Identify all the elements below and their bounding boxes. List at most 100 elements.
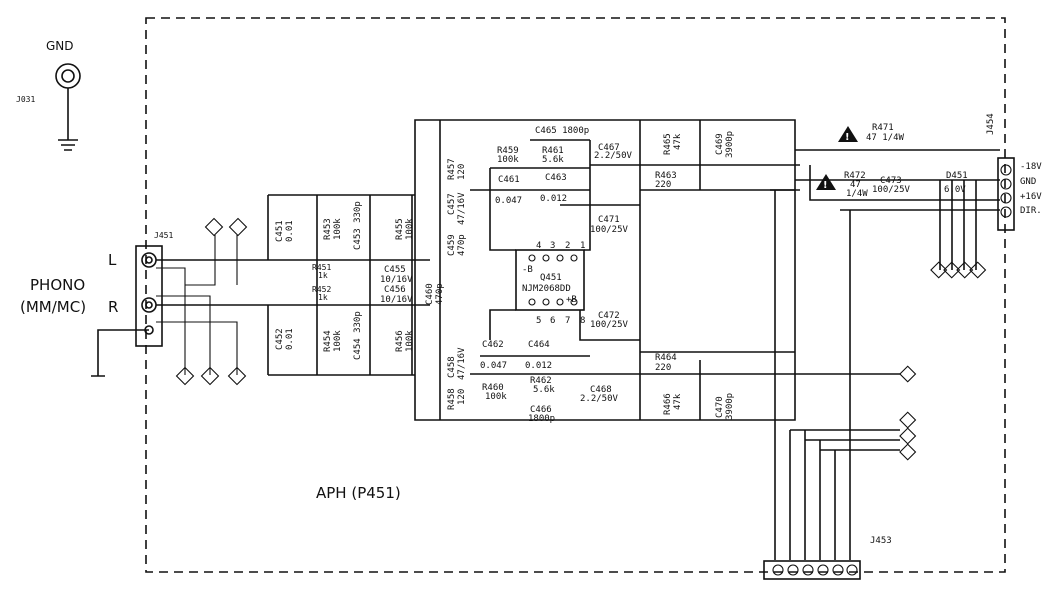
c454-label: C454 330p: [353, 311, 363, 360]
r465-value: 47k: [673, 133, 683, 150]
r457-label: R457: [447, 158, 457, 180]
r457-value: 120: [457, 164, 467, 180]
ic-pin-4: 4: [536, 241, 541, 251]
r464-value: 220: [655, 363, 671, 373]
r454-label: R454: [323, 330, 333, 352]
r455-value: 100k: [405, 218, 415, 240]
gnd-label: GND: [46, 39, 74, 53]
c461-value: 0.047: [495, 196, 522, 206]
r452-value: 1k: [318, 293, 328, 302]
ic-pin-6: 6: [550, 316, 555, 326]
r472-power: 1/4W: [846, 189, 868, 199]
ic-pin-5: 5: [536, 316, 541, 326]
c452-value: 0.01: [285, 328, 295, 350]
test-points-right-mid: [899, 365, 917, 461]
r471-label: R471: [872, 123, 894, 133]
c463-value: 0.012: [540, 194, 567, 204]
connector-j453: J453: [763, 536, 892, 580]
ic-pin-7: 7: [565, 316, 570, 326]
r461-label: R461: [542, 146, 564, 156]
c468-value: 2.2/50V: [580, 394, 619, 404]
warning-triangle-1: !: [838, 126, 858, 143]
c464-value: 0.012: [525, 361, 552, 371]
r456-value: 100k: [405, 330, 415, 352]
c465-label: C465 1800p: [535, 126, 589, 136]
r456-label: R456: [395, 330, 405, 352]
c451-label: C451: [275, 220, 285, 242]
c471-label: C471: [598, 215, 620, 225]
d451-value: 6.0V: [944, 185, 966, 195]
c464-label: C464: [528, 340, 550, 350]
c473-label: C473: [880, 176, 902, 186]
r460-value: 100k: [485, 392, 507, 402]
ic-q451: Q451 NJM2068DD -B +B 4 3 2 1 5 6 7 8: [515, 241, 585, 326]
r471-value: 47 1/4W: [866, 133, 905, 143]
ic-pin-8: 8: [580, 316, 585, 326]
r466-value: 47k: [673, 393, 683, 410]
c470-value: 3900p: [725, 393, 735, 420]
pin-dir: DIR.: [1020, 206, 1042, 216]
c469-value: 3900p: [725, 131, 735, 158]
c473-value: 100/25V: [872, 185, 911, 195]
c468-label: C468: [590, 385, 612, 395]
r463-value: 220: [655, 180, 671, 190]
c472-value: 100/25V: [590, 320, 629, 330]
ic-pin-2: 2: [565, 241, 570, 251]
phono-left-label: L: [108, 251, 117, 269]
gnd-ref: J031: [16, 95, 35, 104]
c460-label: C460: [425, 283, 435, 305]
c452-label: C452: [275, 328, 285, 350]
r464-label: R464: [655, 353, 677, 363]
r459-label: R459: [497, 146, 519, 156]
c462-value: 0.047: [480, 361, 507, 371]
pin-gnd: GND: [1020, 177, 1036, 187]
r454-value: 100k: [333, 330, 343, 352]
warning-triangle-2: !: [816, 174, 836, 191]
phono-input: PHONO (MM/MC) L R J451: [20, 231, 173, 377]
phono-right-label: R: [108, 298, 118, 316]
ic-part: NJM2068DD: [522, 284, 571, 294]
phono-label: PHONO: [30, 276, 85, 294]
phono-sub-label: (MM/MC): [20, 298, 86, 316]
r451-label: R451: [312, 263, 331, 272]
c469-label: C469: [715, 133, 725, 155]
c457-label: C457: [447, 193, 457, 215]
ic-minus: -B: [522, 265, 533, 275]
c471-value: 100/25V: [590, 225, 629, 235]
c467-label: C467: [598, 143, 620, 153]
pin-neg18v: -18V: [1020, 162, 1042, 172]
r466-label: R466: [663, 393, 673, 415]
r460-label: R460: [482, 383, 504, 393]
r465-label: R465: [663, 133, 673, 155]
c463-label: C463: [545, 173, 567, 183]
c459-label: C459: [447, 234, 457, 256]
pin-pos16v: +16V: [1020, 192, 1042, 202]
r453-label: R453: [323, 218, 333, 240]
r455-label: R455: [395, 218, 405, 240]
c459-value: 470p: [457, 234, 467, 256]
test-points-right-top: [930, 261, 987, 279]
c456-label: C456: [384, 285, 406, 295]
c457-value: 47/16V: [457, 192, 467, 225]
amp-block: [414, 119, 796, 421]
c467-value: 2.2/50V: [594, 151, 633, 161]
r462-value: 5.6k: [533, 385, 555, 395]
r451-value: 1k: [318, 271, 328, 280]
c456-value: 10/16V: [380, 295, 413, 305]
c470-label: C470: [715, 396, 725, 418]
r472-label: R472: [844, 171, 866, 181]
test-points-left: [175, 217, 248, 386]
phono-connector-ref: J451: [154, 231, 173, 240]
c461-label: C461: [498, 175, 520, 185]
board-title: APH (P451): [316, 484, 401, 502]
c472-label: C472: [598, 311, 620, 321]
j453-label: J453: [870, 536, 892, 546]
r458-value: 120: [457, 389, 467, 405]
board-outline: [145, 17, 1006, 573]
r461-value: 5.6k: [542, 155, 564, 165]
c466-value: 1800p: [528, 414, 555, 424]
ic-ref: Q451: [540, 273, 562, 283]
gnd-terminal: GND J031: [16, 39, 81, 151]
c458-value: 47/16V: [457, 347, 467, 380]
r472-value: 47: [850, 180, 861, 190]
